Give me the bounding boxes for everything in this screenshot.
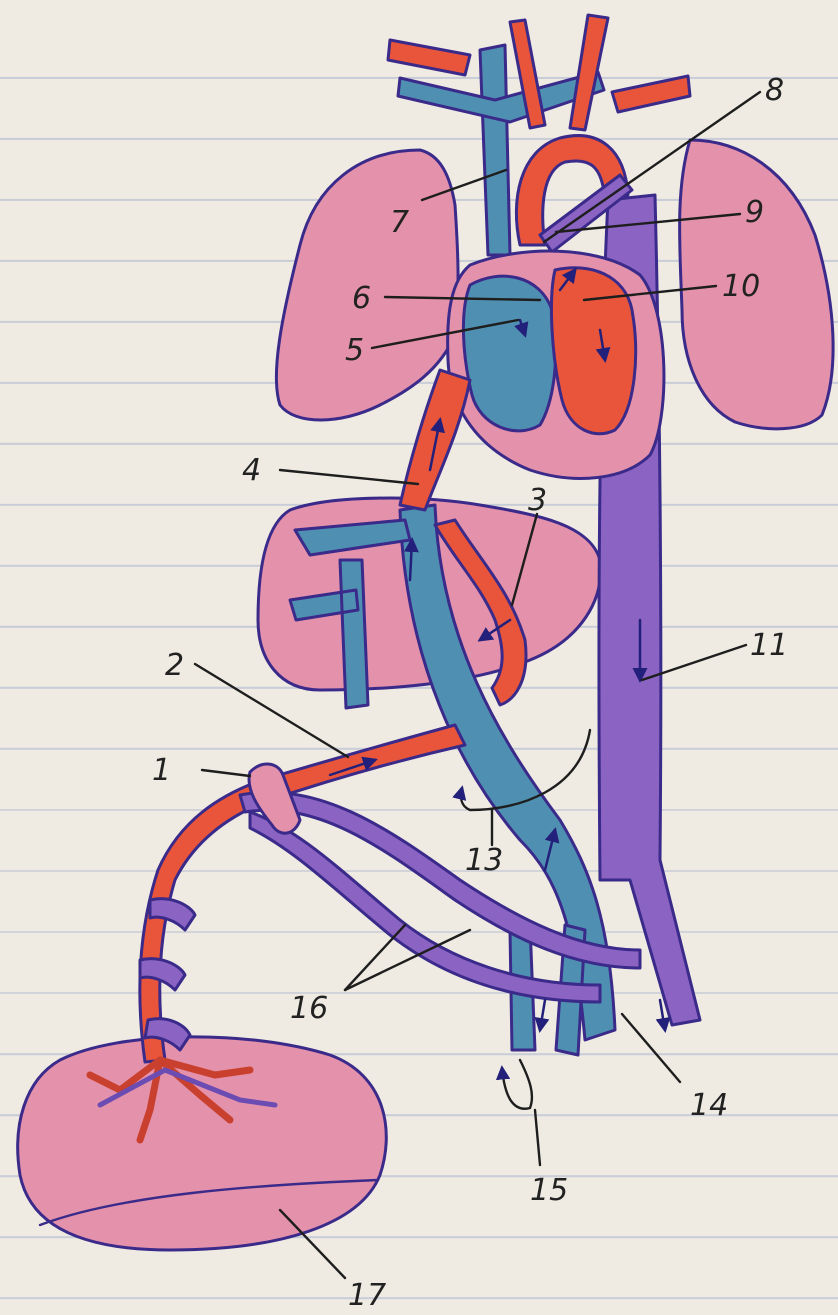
label-15: 15	[530, 1173, 568, 1208]
label-11: 11	[750, 628, 788, 663]
label-7: 7	[390, 205, 409, 240]
label-13: 13	[465, 843, 503, 878]
aortic-branches	[388, 15, 690, 130]
label-9: 9	[745, 195, 764, 230]
label-8: 8	[765, 73, 784, 108]
label-4: 4	[242, 453, 261, 488]
superior-vena-cava	[480, 45, 510, 255]
label-10: 10	[722, 269, 760, 304]
label-2: 2	[165, 648, 184, 683]
label-1: 1	[152, 753, 171, 788]
label-5: 5	[345, 333, 364, 368]
label-6: 6	[352, 281, 371, 316]
left-atrium-ventricle	[551, 268, 635, 434]
label-16: 16	[290, 991, 328, 1026]
label-14: 14	[690, 1088, 728, 1123]
curved-arrow-15	[502, 1060, 532, 1109]
label-3: 3	[528, 483, 547, 518]
label-17: 17	[348, 1278, 386, 1313]
